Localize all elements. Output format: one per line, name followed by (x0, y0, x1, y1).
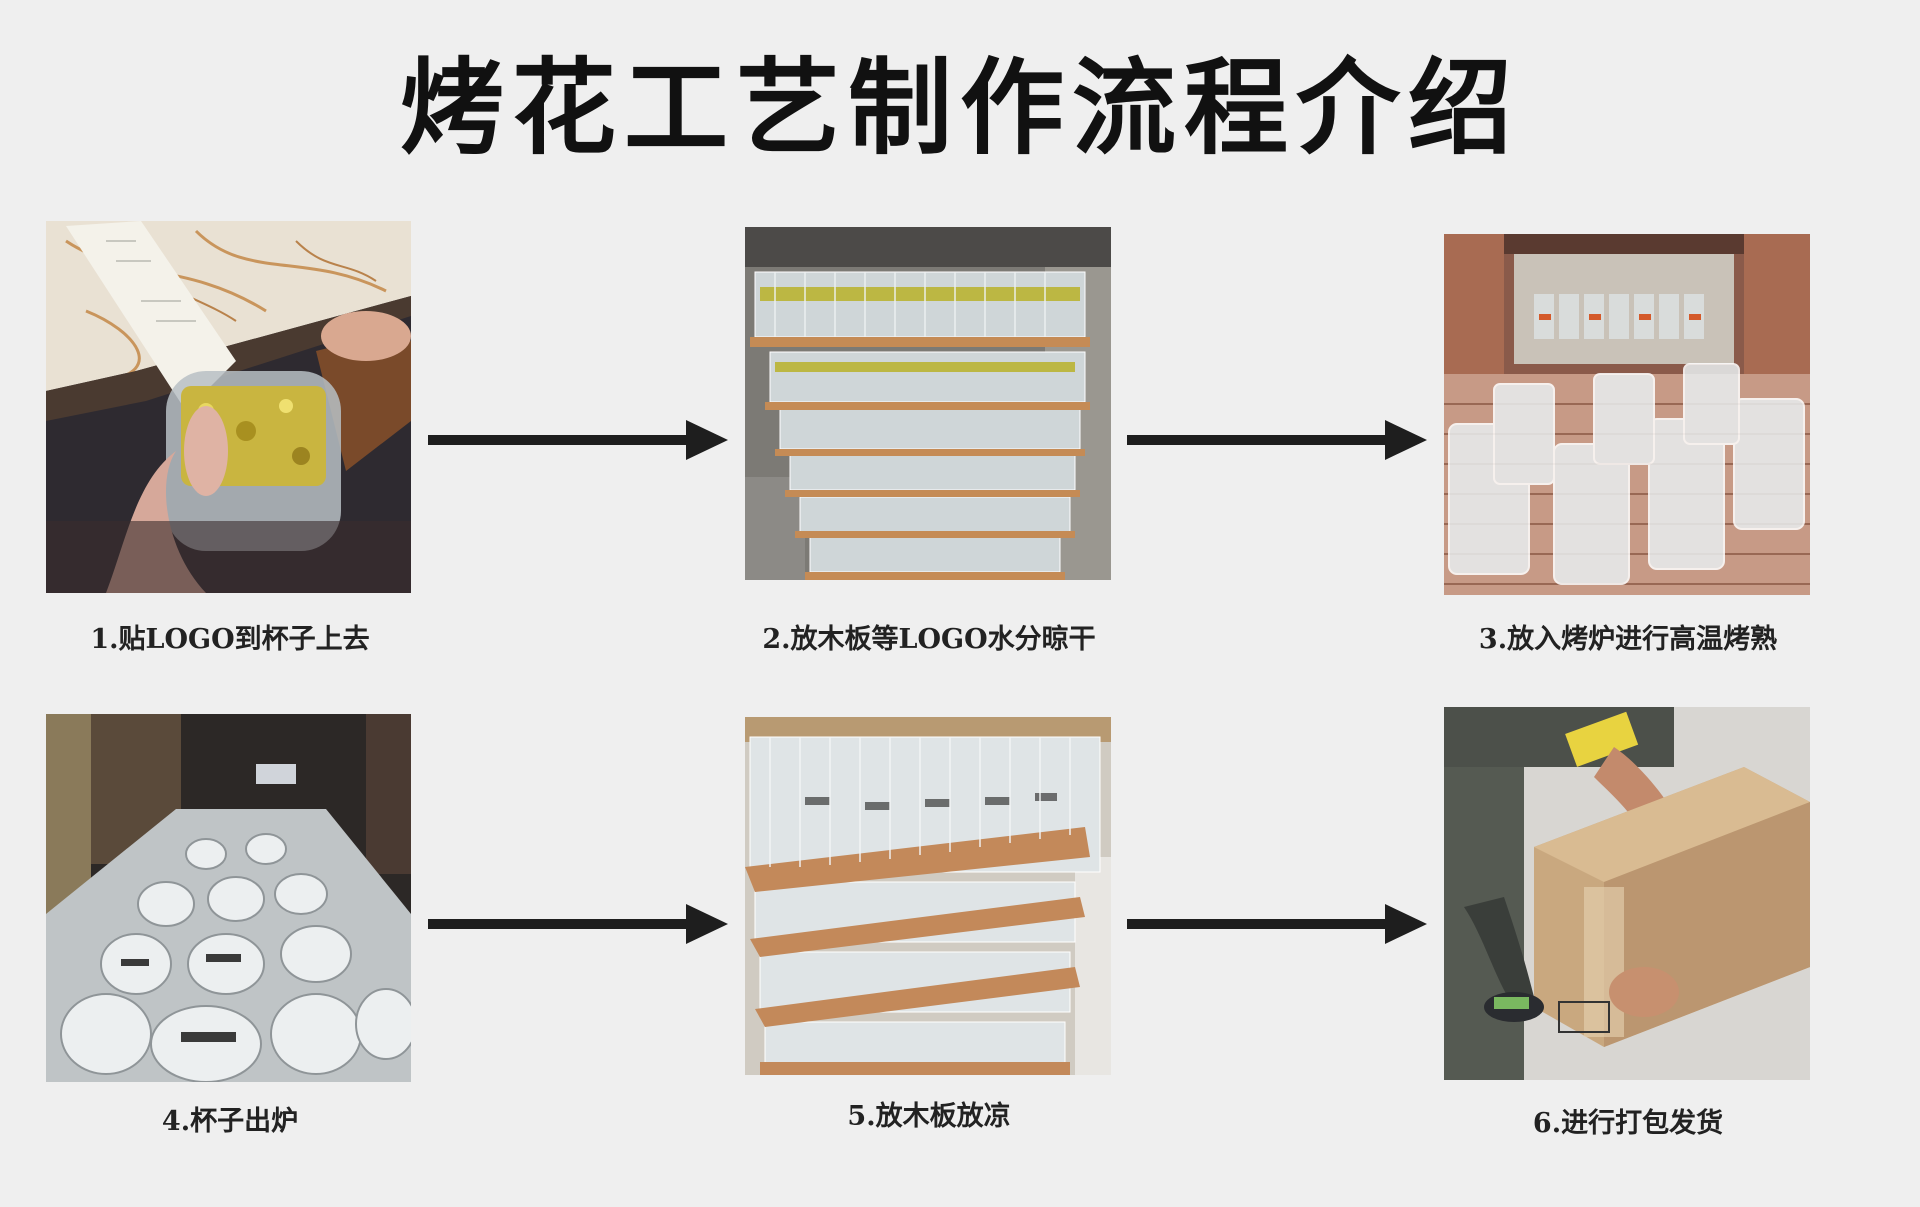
step-3-caption: 3.放入烤炉进行高温烤熟 (1478, 624, 1778, 655)
arrow-4-to-5-icon (428, 902, 728, 946)
step-2-photo (745, 227, 1111, 580)
step-3-photo (1444, 234, 1810, 595)
step-5-caption: 5.放木板放凉 (847, 1101, 1011, 1132)
step-1-photo (46, 221, 411, 593)
step-4-photo (46, 714, 411, 1082)
step-2-caption: 2.放木板等LOGO水分晾干 (762, 624, 1096, 655)
step-5-photo (745, 717, 1111, 1075)
step-6-caption: 6.进行打包发货 (1532, 1108, 1724, 1139)
arrow-1-to-2-icon (428, 418, 728, 462)
arrow-2-to-3-icon (1127, 418, 1427, 462)
step-4-caption: 4.杯子出炉 (161, 1106, 299, 1137)
step-1-caption: 1.贴LOGO到杯子上去 (90, 624, 370, 655)
page-title: 烤花工艺制作流程介绍 (399, 47, 1520, 169)
arrow-5-to-6-icon (1127, 902, 1427, 946)
step-6-photo (1444, 707, 1810, 1080)
